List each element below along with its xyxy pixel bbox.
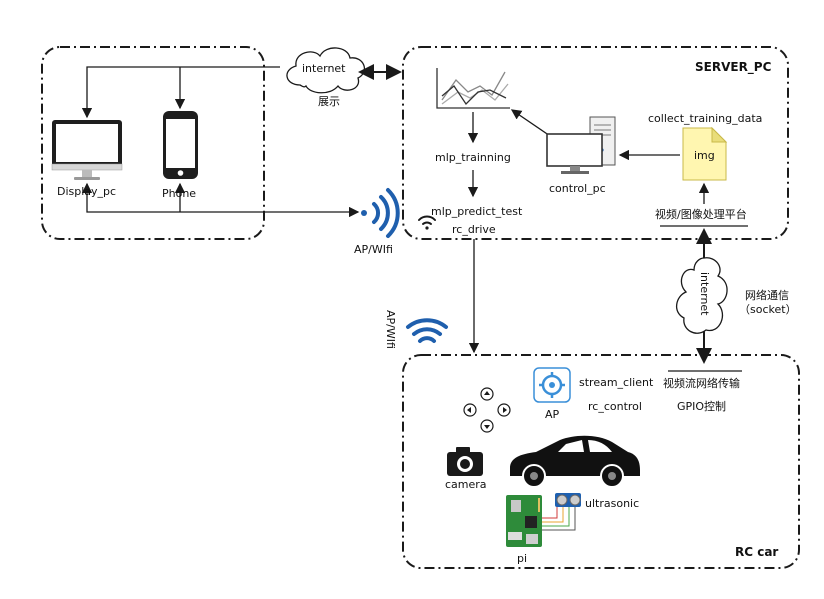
ap-label: AP [545, 408, 560, 421]
img-doc-label: img [694, 149, 715, 162]
wifi-middle-icon [406, 318, 448, 343]
rc-car-box [402, 354, 800, 569]
lan-top-line [81, 66, 280, 119]
wifi-left-label: AP/WIfi [354, 243, 393, 256]
platform-label: 视频/图像处理平台 [655, 208, 747, 221]
mlp-training-label: mlp_trainning [435, 151, 511, 164]
pi-label: pi [517, 552, 528, 565]
ap-gear-icon [533, 367, 571, 403]
socket-caption-1: 网络通信 [745, 289, 789, 302]
cloud-top-text: internet [302, 62, 346, 75]
socket-caption-2: （socket） [739, 303, 797, 316]
camera-icon [447, 447, 483, 476]
cloud-right-text: internet [698, 272, 711, 316]
wifi-middle-label: AP/WIfi [384, 310, 397, 349]
sensor-wires [542, 507, 576, 531]
phone-label: Phone [162, 187, 197, 200]
rc-control-label: rc_control [588, 400, 642, 413]
lan-bottom-line [81, 182, 360, 218]
server-title: SERVER_PC [695, 60, 772, 74]
display-pc-label: Display_pc [57, 185, 117, 198]
rc-drive-label: rc_drive [452, 223, 496, 236]
cloud-top-caption: 展示 [318, 95, 340, 108]
wifi-left-icon [361, 188, 400, 238]
raspberry-pi-icon [506, 495, 542, 547]
control-pc-icon [546, 116, 616, 174]
img-document-icon [682, 126, 728, 181]
car-icon [510, 435, 640, 488]
rc-car-title: RC car [735, 545, 779, 559]
stream-net-label: 视频流网络传输 [663, 377, 740, 390]
collect-data-label: collect_training_data [648, 112, 763, 125]
stream-client-label: stream_client [579, 376, 654, 389]
phone-icon [163, 111, 198, 179]
display-pc-icon [51, 120, 123, 180]
training-chart-icon [436, 68, 510, 109]
server-pc-box [402, 46, 789, 240]
control-pc-label: control_pc [549, 182, 606, 195]
gpio-label: GPIO控制 [677, 400, 727, 413]
internet-cloud-right-icon [676, 257, 728, 334]
ultrasonic-label: ultrasonic [585, 497, 640, 510]
ultrasonic-sensor-icon [555, 493, 581, 507]
camera-label: camera [445, 478, 487, 491]
direction-pad-icon [463, 387, 511, 433]
mlp-predict-label: mlp_predict_test [431, 205, 523, 218]
wifi-small-icon [418, 215, 436, 230]
